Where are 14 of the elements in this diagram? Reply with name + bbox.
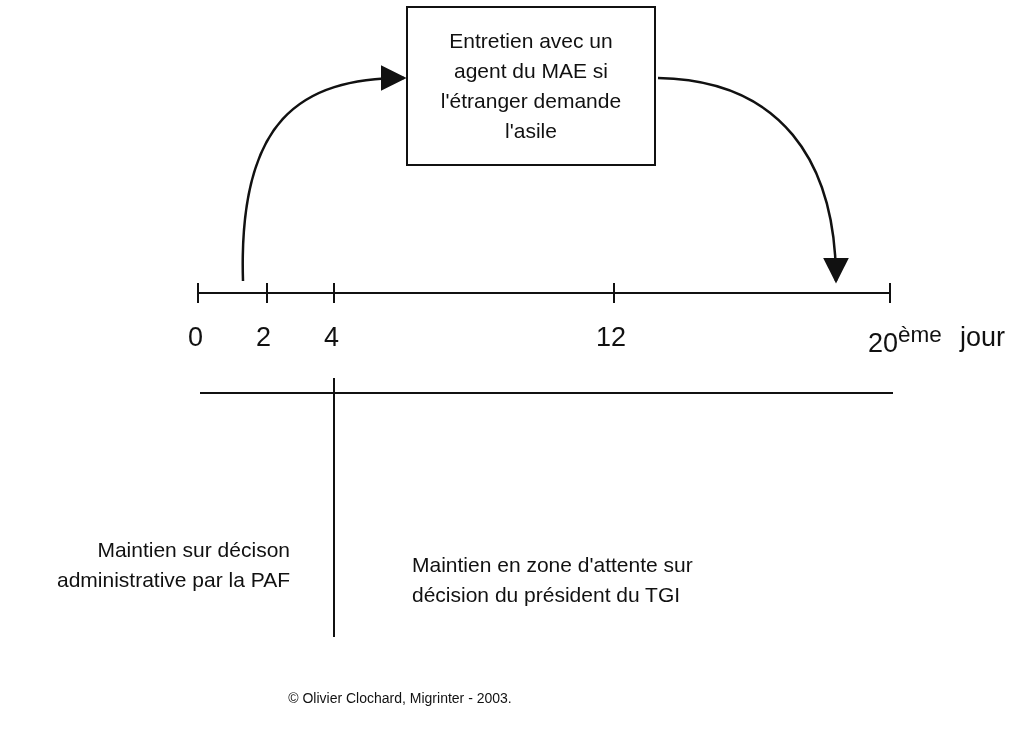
timeline-axis [197, 282, 891, 304]
copyright-caption: © Olivier Clochard, Migrinter - 2003. [287, 690, 513, 706]
tick-label: 20$^{ème}$ [868, 322, 942, 359]
curved-arrow [241, 65, 407, 281]
period-note: Maintien en zone d'attente sur décision du président du TGI [412, 552, 694, 608]
tick-label: 12 [596, 322, 627, 353]
tick-label: 4 [324, 322, 340, 353]
period-note: Maintien sur décison administrative par la PAF [55, 537, 290, 593]
process-box [406, 6, 656, 166]
tick-label: 0 [188, 322, 204, 353]
box-text: Entretien avec un agent du MAE si l'étranger demande l'asile [439, 28, 623, 144]
tick-label: 2 [256, 322, 272, 353]
unit-label: jour [960, 322, 1006, 353]
curved-arrow [657, 76, 849, 284]
